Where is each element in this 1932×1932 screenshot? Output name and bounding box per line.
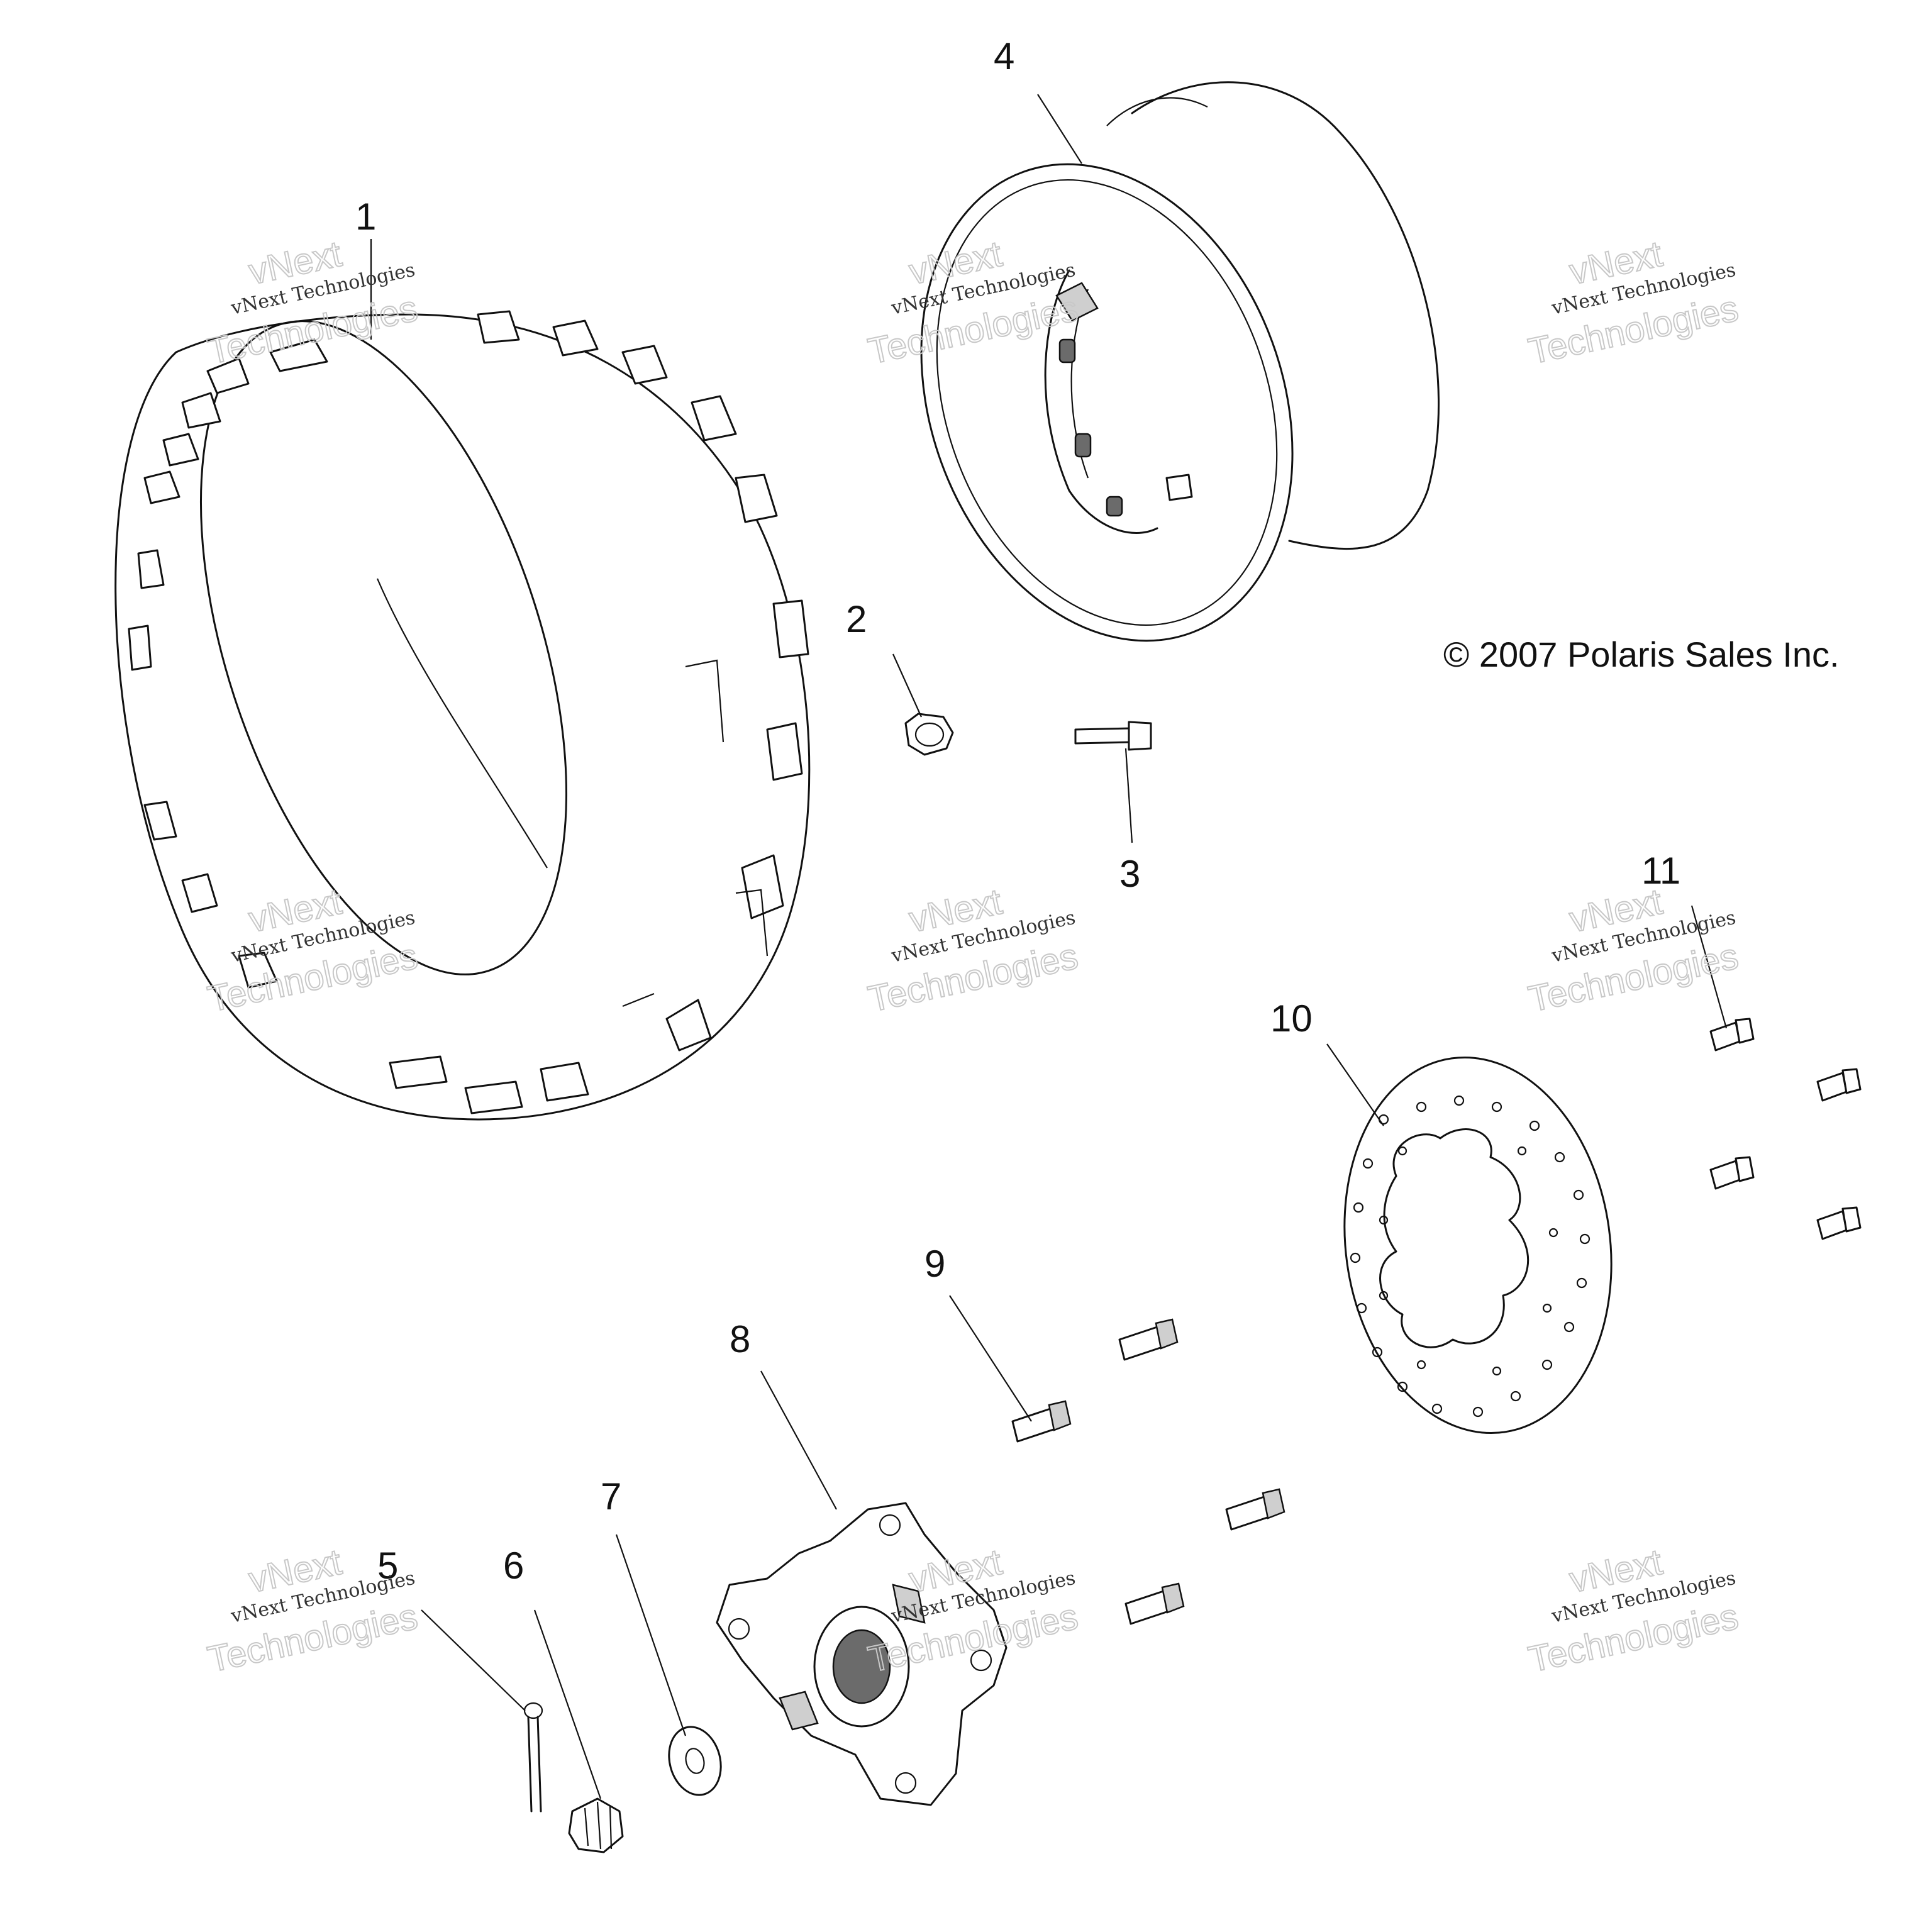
watermark: vNext Technologies vNext Technologies [204, 880, 422, 1021]
watermarks: vNext Technologies vNext Technologies vN… [204, 233, 1743, 1681]
wheel-hub [716, 1502, 1008, 1806]
callout-7: 7 [601, 1475, 621, 1518]
callout-2: 2 [846, 598, 867, 640]
leader-lines [370, 94, 1728, 1799]
callout-11: 11 [1641, 850, 1680, 892]
callout-9: 9 [924, 1243, 945, 1285]
disc-bolts [1709, 1018, 1862, 1240]
callout-8: 8 [730, 1318, 750, 1360]
brake-disc [1343, 1056, 1613, 1435]
watermark: vNext Technologies vNext Technologies [204, 233, 422, 373]
callout-4: 4 [994, 35, 1014, 77]
tire [114, 310, 811, 1121]
watermark: vNext Technologies vNext Technologies [1524, 1541, 1743, 1681]
copyright-text: © 2007 Polaris Sales Inc. [1443, 635, 1840, 674]
callout-6: 6 [503, 1545, 524, 1587]
lug-nut [904, 713, 954, 756]
castle-nut [568, 1797, 624, 1853]
callout-5: 5 [377, 1545, 398, 1587]
watermark: vNext Technologies vNext Technologies [1524, 233, 1743, 373]
callout-10: 10 [1270, 997, 1313, 1040]
cotter-pin [523, 1702, 543, 1813]
watermark: vNext Technologies vNext Technologies [864, 880, 1082, 1021]
valve-stem [1074, 721, 1152, 751]
watermark: vNext Technologies vNext Technologies [1524, 880, 1743, 1021]
watermark: vNext Technologies vNext Technologies [864, 233, 1082, 373]
wheel-rim [920, 81, 1440, 642]
callout-1: 1 [355, 196, 376, 238]
washer [668, 1726, 722, 1796]
callout-labels: 1 2 3 4 5 6 7 8 9 10 11 [355, 35, 1680, 1587]
callout-3: 3 [1119, 853, 1140, 895]
wheel-studs [1011, 1318, 1285, 1625]
